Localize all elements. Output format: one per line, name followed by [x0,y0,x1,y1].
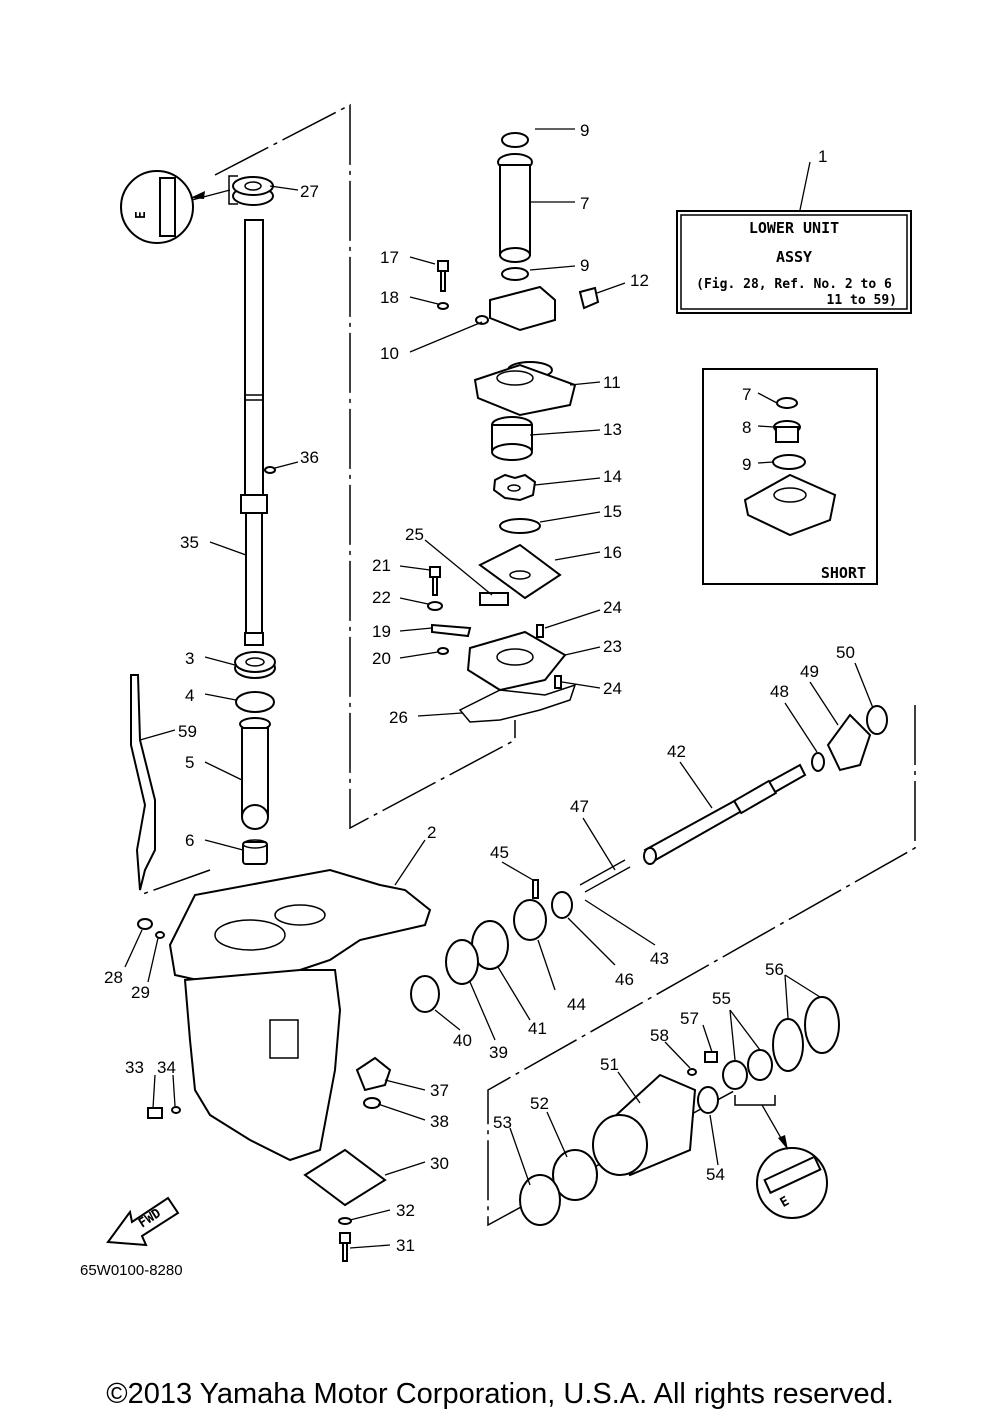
callout-24b: 24 [603,679,622,698]
forward-arrow-icon: FWD [106,1196,180,1247]
diagram-code: 65W0100-8280 [80,1262,183,1279]
callout-26: 26 [389,708,408,727]
callout-9: 9 [580,121,589,140]
callout-13: 13 [603,420,622,439]
leader-lines [124,128,874,1249]
callout-3: 3 [185,649,194,668]
callout-31: 31 [396,1236,415,1255]
callout-labels: 1 2 3 4 5 6 7 7 8 9 9 9 10 11 12 13 14 1… [104,121,855,1255]
short-label: SHORT [821,564,866,582]
callout-48: 48 [770,682,789,701]
callout-23: 23 [603,637,622,656]
callout-16: 16 [603,543,622,562]
callout-34: 34 [157,1058,176,1077]
callout-1: 1 [818,147,827,166]
callout-7: 7 [580,194,589,213]
callout-15: 15 [603,502,622,521]
grease-detail-circle-top [120,170,194,244]
water-pump-group [427,132,600,723]
callout-43: 43 [650,949,669,968]
callout-57: 57 [680,1009,699,1028]
gearcase-housing [137,868,432,1262]
callout-41: 41 [528,1019,547,1038]
callout-28: 28 [104,968,123,987]
assy-info-box: LOWER UNIT ASSY (Fig. 28, Ref. No. 2 to … [676,210,912,314]
assy-line1: LOWER UNIT [749,219,839,237]
callout-37: 37 [430,1081,449,1100]
callout-21: 21 [372,556,391,575]
callout-7-short: 7 [742,385,751,404]
copyright-notice: ©2013 Yamaha Motor Corporation, U.S.A. A… [106,1378,894,1410]
callout-6: 6 [185,831,194,850]
assy-line3: (Fig. 28, Ref. No. 2 to 6 [696,277,892,292]
callout-39: 39 [489,1043,508,1062]
callout-10: 10 [380,344,399,363]
callout-18: 18 [380,288,399,307]
assy-line2: ASSY [776,248,812,266]
callout-9b: 9 [580,256,589,275]
assy-line4: 11 to 59) [827,293,897,308]
grease-mark-top: E [134,211,149,219]
callout-4: 4 [185,686,194,705]
propeller-shaft-group [410,705,888,1226]
callout-38: 38 [430,1112,449,1131]
callout-46: 46 [615,970,634,989]
callout-29: 29 [131,983,150,1002]
callout-33: 33 [125,1058,144,1077]
callout-19: 19 [372,622,391,641]
callout-11: 11 [603,373,621,392]
callout-49: 49 [800,662,819,681]
callout-42: 42 [667,742,686,761]
callout-52: 52 [530,1094,549,1113]
callout-51: 51 [600,1055,619,1074]
callout-56: 56 [765,960,784,979]
callout-54: 54 [706,1165,725,1184]
callout-35: 35 [180,533,199,552]
callout-22: 22 [372,588,391,607]
callout-40: 40 [453,1031,472,1050]
drive-shaft-group [120,170,276,891]
callout-47: 47 [570,797,589,816]
callout-20: 20 [372,649,391,668]
callout-59: 59 [178,722,197,741]
callout-27: 27 [300,182,319,201]
callout-30: 30 [430,1154,449,1173]
callout-32: 32 [396,1201,415,1220]
callout-14: 14 [603,467,622,486]
callout-53: 53 [493,1113,512,1132]
callout-55: 55 [712,989,731,1008]
callout-58: 58 [650,1026,669,1045]
callout-17: 17 [380,248,399,267]
short-variant-box: SHORT [702,368,878,585]
callout-12: 12 [630,271,649,290]
callout-9-short: 9 [742,455,751,474]
callout-45: 45 [490,843,509,862]
callout-5: 5 [185,753,194,772]
callout-25: 25 [405,525,424,544]
callout-24: 24 [603,598,622,617]
callout-8-short: 8 [742,418,751,437]
callout-2: 2 [427,823,436,842]
callout-36: 36 [300,448,319,467]
callout-44: 44 [567,995,586,1014]
callout-50: 50 [836,643,855,662]
